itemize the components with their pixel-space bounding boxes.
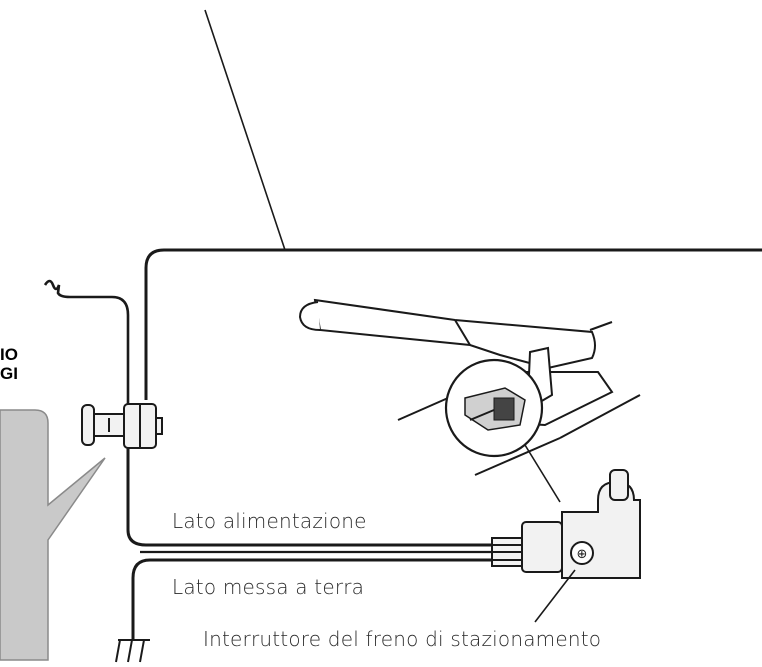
- ground-wire: [131, 558, 492, 640]
- cut-off-label: IO GI: [0, 345, 18, 383]
- power-side-label: Lato alimentazione: [172, 509, 367, 533]
- ground-symbol-icon: [115, 639, 150, 663]
- switch-connector-icon: ⊕: [491, 469, 641, 579]
- cut-off-label-line-1: IO: [0, 345, 18, 364]
- power-wire-top: [144, 248, 762, 400]
- callout-bubble: [0, 409, 106, 661]
- wire-left-curl: [43, 279, 130, 405]
- magnifier-circle: [444, 358, 561, 503]
- leader-line-top: [204, 9, 286, 251]
- ground-side-label: Lato messa a terra: [172, 575, 365, 599]
- svg-text:⊕: ⊕: [577, 547, 588, 562]
- splice-connector-icon: [81, 403, 163, 449]
- power-wire-bottom: [126, 440, 492, 547]
- leader-line-switch: [534, 569, 576, 623]
- cut-off-label-line-2: GI: [0, 364, 18, 383]
- parking-brake-switch-label: Interruttore del freno di stazionamento: [203, 627, 602, 651]
